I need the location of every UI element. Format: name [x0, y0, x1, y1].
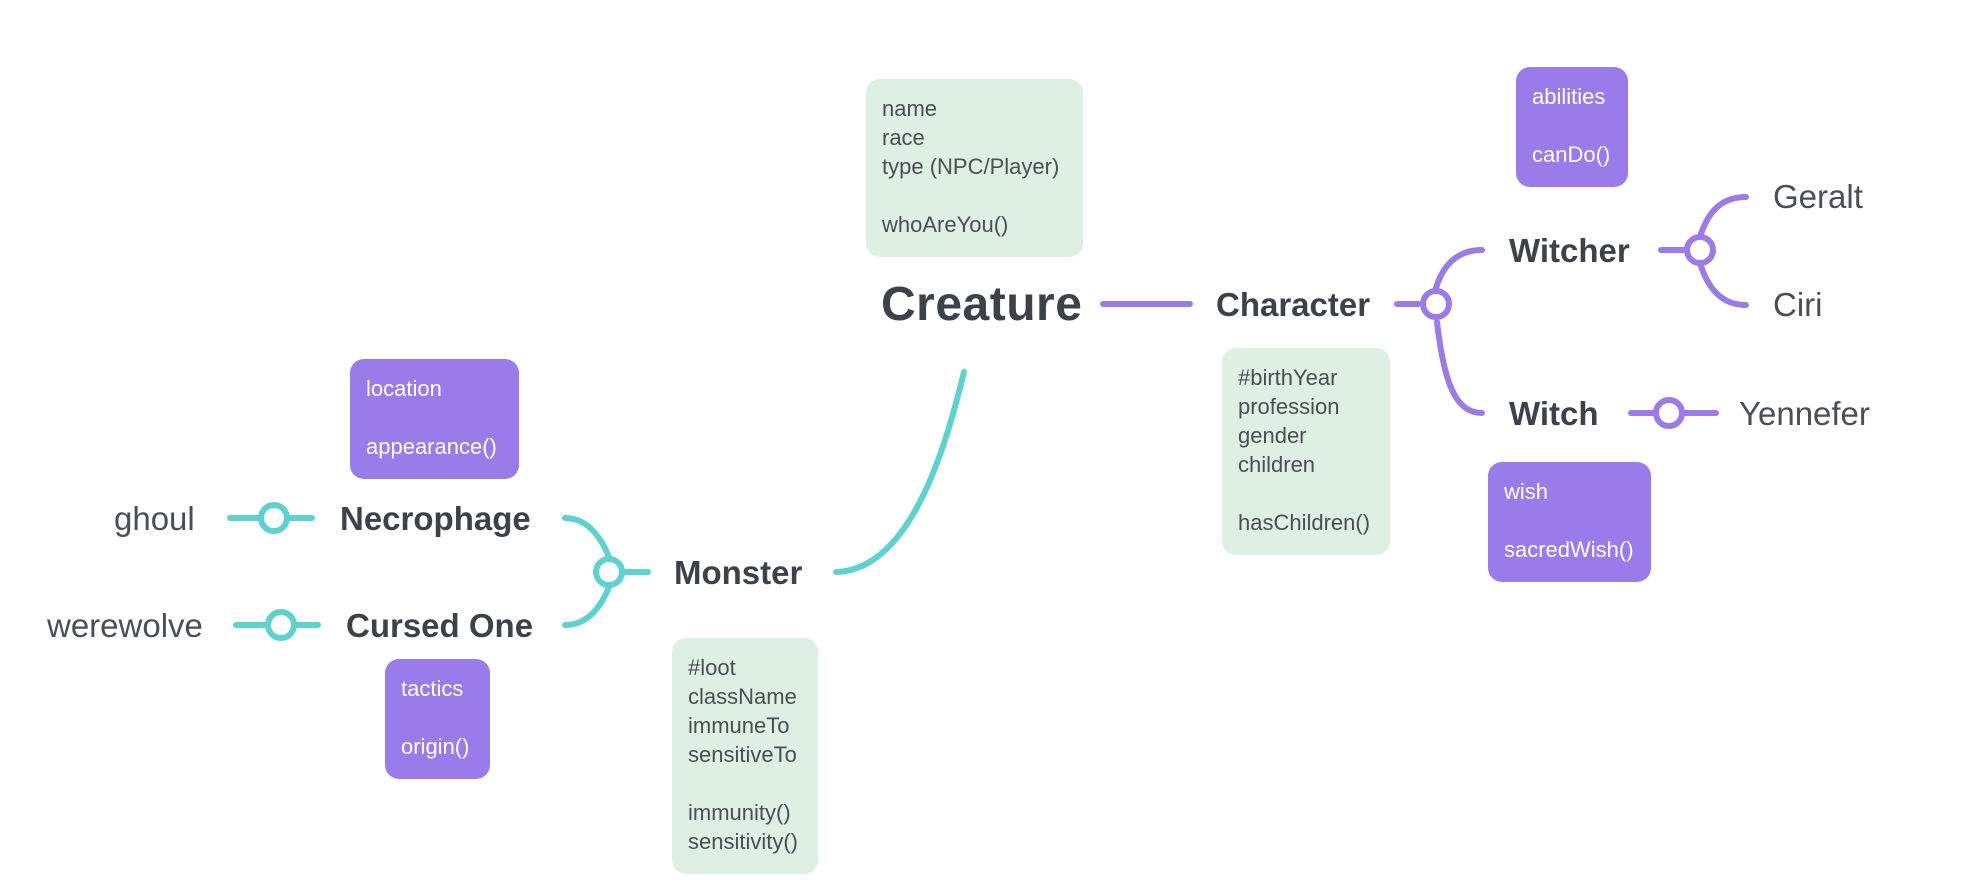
connector-character-witch — [1434, 319, 1485, 416]
note-spacer — [401, 703, 474, 732]
node-monster[interactable]: Monster — [674, 554, 803, 591]
node-witcher[interactable]: Witcher — [1509, 232, 1630, 269]
node-geralt[interactable]: Geralt — [1773, 178, 1863, 215]
connector-junction-character — [1420, 288, 1452, 320]
connector-junction-cursed — [265, 609, 297, 641]
note-line: sacredWish() — [1504, 537, 1634, 562]
note-line: race — [882, 125, 925, 150]
note-line: profession — [1238, 394, 1340, 419]
node-necrophage[interactable]: Necrophage — [340, 500, 531, 537]
note-line: canDo() — [1532, 142, 1611, 167]
node-ghoul[interactable]: ghoul — [114, 500, 195, 537]
node-creature[interactable]: Creature — [881, 278, 1083, 331]
note-line: immunity() — [688, 800, 791, 825]
note-spacer — [688, 769, 802, 798]
note-spacer — [1532, 111, 1612, 140]
connector-junction-monster — [593, 556, 625, 588]
note-line: abilities — [1532, 84, 1606, 109]
note-spacer — [1238, 479, 1374, 508]
connector-witcher-ciri — [1697, 260, 1749, 308]
note-creature: name race type (NPC/Player) whoAreYou() — [866, 79, 1083, 257]
node-ciri[interactable]: Ciri — [1773, 286, 1823, 323]
note-line: appearance() — [366, 434, 497, 459]
node-werewolve[interactable]: werewolve — [47, 607, 203, 644]
note-line: className — [688, 684, 797, 709]
node-yennefer[interactable]: Yennefer — [1739, 395, 1870, 432]
connector-character-witcher — [1433, 247, 1485, 291]
note-necrophage: location appearance() — [350, 359, 519, 479]
note-witch: wish sacredWish() — [1488, 462, 1651, 582]
note-cursed-one: tactics origin() — [385, 659, 490, 779]
note-line: tactics — [401, 676, 464, 701]
note-line: hasChildren() — [1238, 510, 1371, 535]
connector-monster-necrophage — [562, 515, 612, 560]
connector-junction-necrophage — [258, 502, 290, 534]
connector-creature-monster — [833, 369, 967, 575]
note-line: sensitivity() — [688, 829, 799, 854]
note-line: #loot — [688, 655, 736, 680]
note-line: #birthYear — [1238, 365, 1338, 390]
note-line: gender — [1238, 423, 1307, 448]
note-line: whoAreYou() — [882, 212, 1009, 237]
note-line: sensitiveTo — [688, 742, 797, 767]
note-monster: #loot className immuneTo sensitiveTo imm… — [672, 638, 818, 874]
connector-monster-cursed — [562, 584, 612, 628]
connector-junction-witch — [1653, 397, 1685, 429]
note-line: children — [1238, 452, 1316, 477]
node-witch[interactable]: Witch — [1509, 395, 1599, 432]
node-character[interactable]: Character — [1216, 286, 1371, 323]
connector-junction-witcher — [1684, 234, 1716, 266]
note-character: #birthYear profession gender children ha… — [1222, 348, 1390, 555]
note-spacer — [366, 403, 503, 432]
note-line: type (NPC/Player) — [882, 154, 1060, 179]
note-line: name — [882, 96, 938, 121]
note-line: location — [366, 376, 442, 401]
note-line: wish — [1504, 479, 1549, 504]
node-cursed-one[interactable]: Cursed One — [346, 607, 534, 644]
note-line: immuneTo — [688, 713, 790, 738]
note-spacer — [1504, 506, 1635, 535]
note-witcher: abilities canDo() — [1516, 67, 1628, 187]
note-spacer — [882, 181, 1067, 210]
note-line: origin() — [401, 734, 470, 759]
connector-witcher-geralt — [1697, 194, 1749, 240]
